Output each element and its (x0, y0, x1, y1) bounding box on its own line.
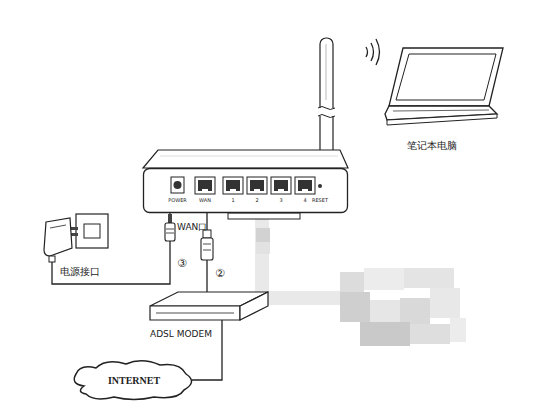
router-node: POWER WAN 1 2 3 4 RESET (143, 168, 348, 213)
cable-line (192, 320, 222, 380)
port-label: POWER (168, 198, 187, 204)
node-shape (143, 168, 348, 213)
callout-number: ③ (177, 258, 187, 270)
port-label: 3 (279, 198, 282, 204)
port-label: RESET (312, 198, 328, 204)
internet-cloud: INTERNET (70, 360, 198, 400)
node-shape (385, 48, 505, 126)
router-top (143, 150, 348, 168)
laptop-node: 笔记本电脑 (385, 48, 505, 126)
port-label: WAN (199, 198, 211, 204)
callout-number: ② (215, 268, 225, 280)
wifi-waves (366, 39, 380, 65)
modem-node: ADSL MODEM (150, 292, 268, 320)
power-plug (165, 214, 175, 241)
node-label: 电源接口 (60, 266, 100, 277)
antenna (318, 38, 335, 166)
port-label: 4 (303, 198, 306, 204)
rj45-plug (201, 230, 213, 260)
port-label: 1 (231, 198, 234, 204)
node-label: ADSL MODEM (150, 330, 212, 340)
node-label: 笔记本电脑 (407, 140, 457, 151)
node-shape (40, 212, 110, 262)
node-label: INTERNET (108, 375, 160, 386)
port-name-label: WAN口 (177, 223, 207, 233)
port-label: 2 (255, 198, 258, 204)
node-shape (150, 292, 268, 320)
router-base (228, 213, 300, 219)
blurred-cable (256, 214, 466, 346)
power-adapter-node: 电源接口 (40, 212, 110, 262)
